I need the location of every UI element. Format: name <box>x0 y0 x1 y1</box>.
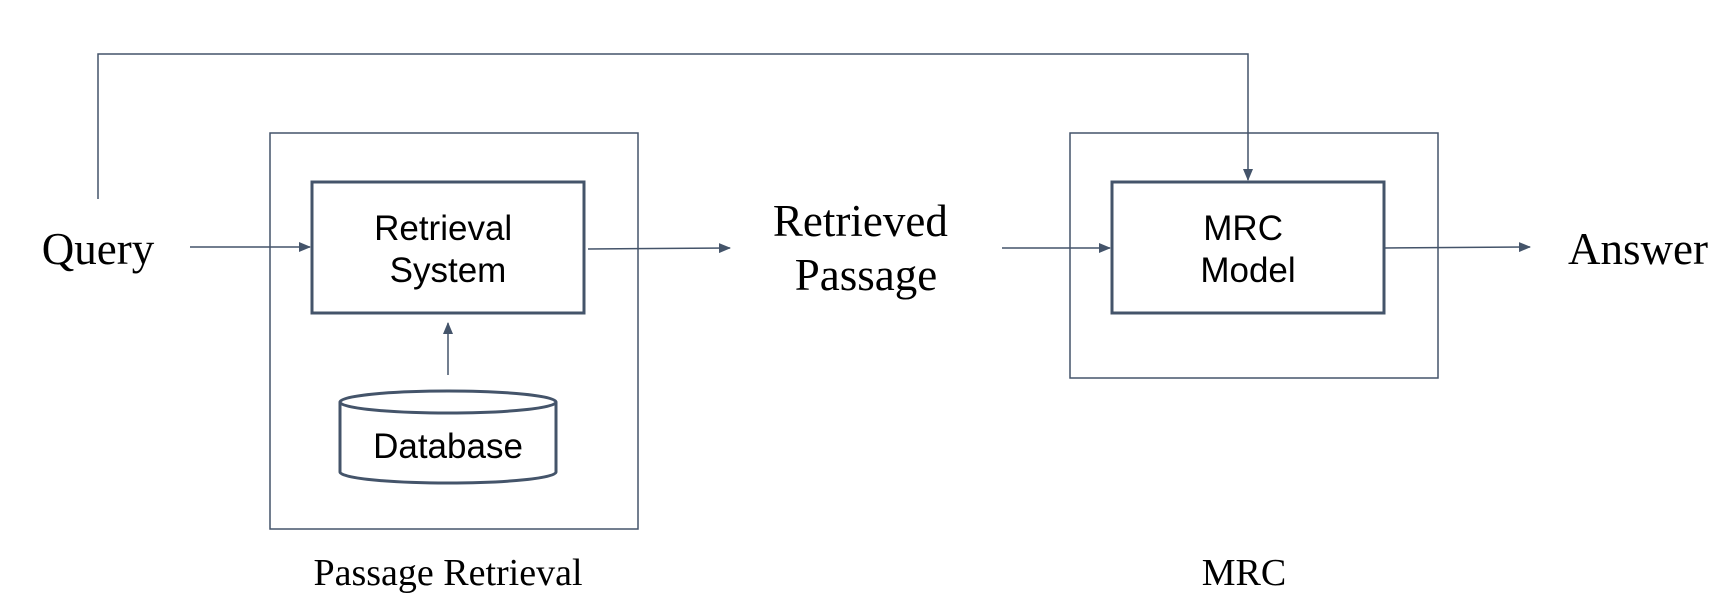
retrieval-to-passage-arrow <box>587 243 731 254</box>
database-cylinder <box>338 389 558 485</box>
retrieved-passage-label-line1: Retrieved <box>773 196 948 246</box>
mrc-model-box <box>1110 180 1386 315</box>
mrc-group-label: MRC <box>1202 552 1286 594</box>
query-feedback-line <box>97 53 1253 199</box>
retrieval-system-label: Retrieval System <box>374 209 522 290</box>
mrc-to-answer-arrow <box>1383 242 1531 253</box>
passage-retrieval-group-label: Passage Retrieval <box>313 552 582 594</box>
database-label: Database <box>373 427 523 466</box>
answer-label: Answer <box>1568 224 1708 274</box>
retrieved-passage-label: Retrieved Passage <box>773 196 959 300</box>
retrieved-passage-label-line2: Passage <box>795 250 937 300</box>
retrieval-system-label-line1: Retrieval <box>374 209 512 248</box>
passage-retrieval-group-box <box>269 132 639 530</box>
query-label: Query <box>42 224 155 274</box>
mrc-group-box <box>1069 132 1439 379</box>
mrc-model-label-line1: MRC <box>1203 209 1283 248</box>
retrieval-system-label-line2: System <box>390 251 507 290</box>
retrieval-system-box <box>310 180 586 315</box>
mrc-model-label: MRC Model <box>1200 209 1295 290</box>
mrc-model-label-line2: Model <box>1200 251 1295 290</box>
